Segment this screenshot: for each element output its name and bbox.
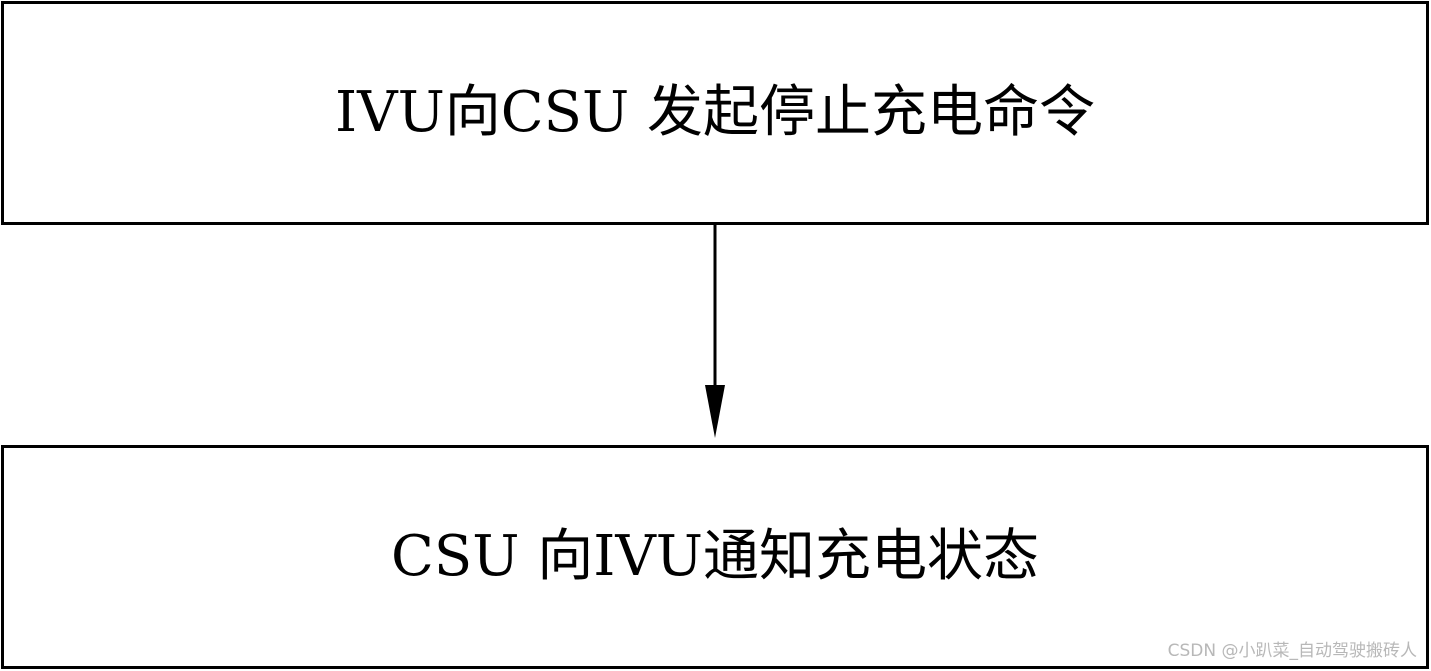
flow-step-notify-charging-status: CSU 向IVU通知充电状态 — [1, 445, 1429, 669]
watermark: CSDN @小趴菜_自动驾驶搬砖人 — [1167, 641, 1417, 661]
arrow-head-icon — [705, 385, 725, 438]
flow-step-stop-charging-command: IVU向CSU 发起停止充电命令 — [1, 1, 1429, 225]
step-label: CSU 向IVU通知充电状态 — [391, 524, 1039, 589]
step-label: IVU向CSU 发起停止充电命令 — [335, 80, 1095, 145]
